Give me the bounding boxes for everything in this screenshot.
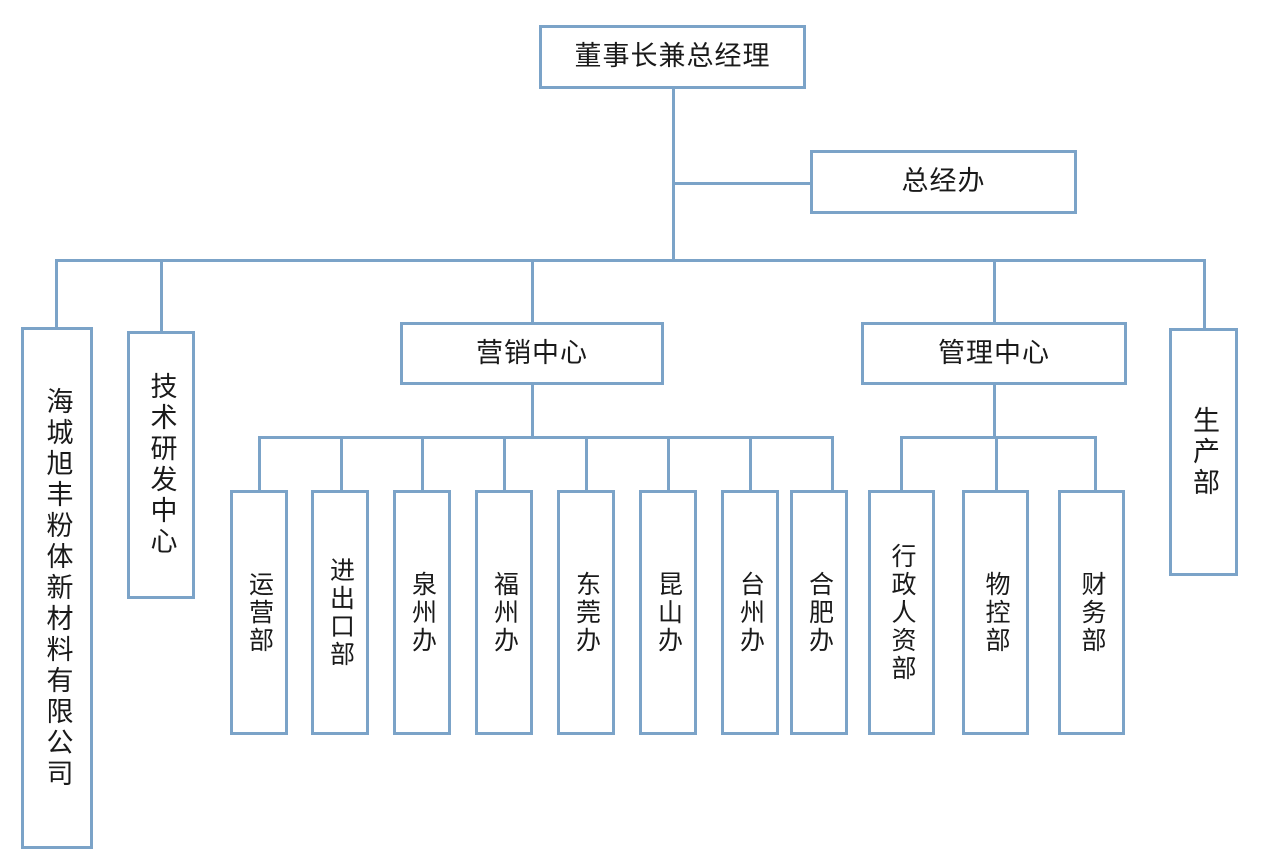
node-marketing-center[interactable]: 营销中心 [400, 322, 664, 385]
node-marketing-child-7-label: 合肥办 [805, 570, 833, 655]
connector-drop-marketing-6 [749, 436, 752, 491]
connector-drop-management-0 [900, 436, 903, 491]
connector-drop-company [55, 259, 58, 328]
node-production-dept[interactable]: 生产部 [1169, 328, 1238, 576]
node-chairman-label: 董事长兼总经理 [574, 41, 771, 72]
connector-management-stem [993, 385, 996, 438]
node-marketing-child-5[interactable]: 昆山办 [639, 490, 697, 735]
node-marketing-child-7[interactable]: 合肥办 [790, 490, 848, 735]
connector-drop-marketing-3 [503, 436, 506, 491]
connector-chairman-trunk [672, 89, 675, 262]
node-rnd-center[interactable]: 技术研发中心 [127, 331, 195, 599]
node-marketing-child-1[interactable]: 进出口部 [311, 490, 369, 735]
connector-drop-production-dept [1203, 259, 1206, 328]
connector-gm-office-branch [672, 182, 813, 185]
node-marketing-child-1-label: 进出口部 [326, 556, 354, 669]
node-management-center[interactable]: 管理中心 [861, 322, 1127, 385]
connector-marketing-bus [258, 436, 833, 439]
connector-drop-management-center [993, 259, 996, 322]
connector-drop-marketing-0 [258, 436, 261, 491]
node-marketing-child-3-label: 福州办 [490, 570, 518, 655]
connector-management-bus [900, 436, 1097, 439]
node-marketing-child-5-label: 昆山办 [654, 570, 682, 655]
node-company[interactable]: 海城旭丰粉体新材料有限公司 [21, 327, 93, 849]
node-management-child-0[interactable]: 行政人资部 [868, 490, 935, 735]
node-management-child-0-label: 行政人资部 [888, 542, 915, 683]
connector-main-bus [55, 259, 1206, 262]
connector-drop-marketing-5 [667, 436, 670, 491]
connector-drop-marketing-4 [585, 436, 588, 491]
node-rnd-center-label: 技术研发中心 [146, 372, 177, 558]
connector-drop-rnd-center [160, 259, 163, 332]
node-company-label: 海城旭丰粉体新材料有限公司 [42, 386, 73, 790]
connector-drop-marketing-center [531, 259, 534, 322]
node-marketing-child-4-label: 东莞办 [572, 570, 600, 655]
node-marketing-child-2[interactable]: 泉州办 [393, 490, 451, 735]
node-gm-office-label: 总经办 [901, 166, 986, 197]
node-marketing-child-6-label: 台州办 [736, 570, 764, 655]
node-gm-office[interactable]: 总经办 [810, 150, 1077, 214]
node-marketing-child-2-label: 泉州办 [408, 570, 436, 655]
node-marketing-child-0[interactable]: 运营部 [230, 490, 288, 735]
connector-drop-marketing-2 [421, 436, 424, 491]
connector-drop-management-2 [1094, 436, 1097, 491]
node-management-child-2[interactable]: 财务部 [1058, 490, 1125, 735]
node-management-child-1[interactable]: 物控部 [962, 490, 1029, 735]
node-marketing-child-3[interactable]: 福州办 [475, 490, 533, 735]
node-chairman[interactable]: 董事长兼总经理 [539, 25, 806, 89]
connector-drop-marketing-7 [831, 436, 834, 491]
node-management-child-2-label: 财务部 [1078, 570, 1105, 655]
node-marketing-child-6[interactable]: 台州办 [721, 490, 779, 735]
node-management-center-label: 管理中心 [938, 337, 1050, 368]
node-marketing-center-label: 营销中心 [476, 337, 588, 368]
connector-drop-management-1 [995, 436, 998, 491]
node-marketing-child-0-label: 运营部 [245, 570, 273, 655]
connector-marketing-stem [531, 385, 534, 438]
connector-drop-marketing-1 [340, 436, 343, 491]
node-production-dept-label: 生产部 [1189, 405, 1219, 499]
node-management-child-1-label: 物控部 [982, 570, 1009, 655]
node-marketing-child-4[interactable]: 东莞办 [557, 490, 615, 735]
